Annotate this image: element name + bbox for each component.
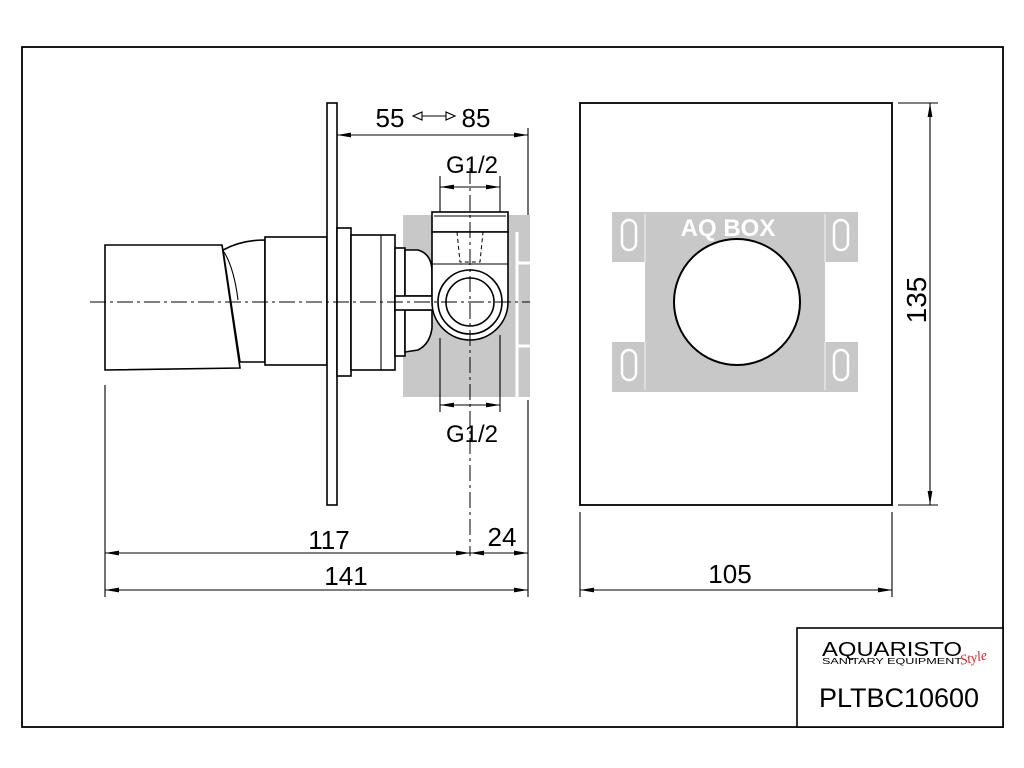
total-length-label: 141 <box>324 561 367 591</box>
side-view-dimensions: 55 85 G1/2 G1/2 117 24 141 <box>104 103 529 597</box>
depth-max-label: 85 <box>462 103 491 133</box>
mounting-slot-bottom-right <box>832 348 850 382</box>
title-block: AQUARISTO SANITARY EQUIPMENT Style PLTBC… <box>796 627 1004 728</box>
brand-logo-text: AQUARISTO <box>822 639 962 661</box>
thread-bottom-label: G1/2 <box>446 421 498 448</box>
elbow-lower <box>404 309 433 353</box>
handle-length-label: 117 <box>308 525 349 555</box>
mounting-slot-bottom-left <box>620 348 638 382</box>
valve-opening <box>673 238 801 366</box>
depth-min-label: 55 <box>376 103 405 133</box>
part-number: PLTBC10600 <box>819 683 979 713</box>
double-arrow-left-head <box>411 111 423 121</box>
double-arrow-right-head <box>445 111 457 121</box>
front-view: AQ BOX <box>579 102 893 506</box>
box-name-label: AQ BOX <box>681 215 776 242</box>
brand-script: Style <box>959 648 989 668</box>
thread-top-label: G1/2 <box>446 152 498 179</box>
box-depth-label: 24 <box>488 522 517 552</box>
mounting-slot-top-left <box>620 218 638 252</box>
side-view <box>90 102 530 556</box>
wall-plate <box>326 102 338 506</box>
handle-knob <box>104 244 241 371</box>
width-label: 105 <box>708 559 751 589</box>
valve-stem <box>394 295 436 311</box>
mounting-slot-top-right <box>832 218 850 252</box>
height-label: 135 <box>901 277 932 324</box>
elbow-upper <box>404 249 433 297</box>
front-view-dimensions: 135 105 <box>579 102 938 597</box>
double-arrow-icon <box>411 111 457 121</box>
drawing-frame <box>21 46 1004 728</box>
brand-tagline: SANITARY EQUIPMENT <box>822 657 962 666</box>
handle-sleeve <box>264 236 328 366</box>
title-block-frame <box>796 627 1004 728</box>
handle-neck-contour <box>223 251 239 301</box>
hidden-bore <box>456 231 484 263</box>
